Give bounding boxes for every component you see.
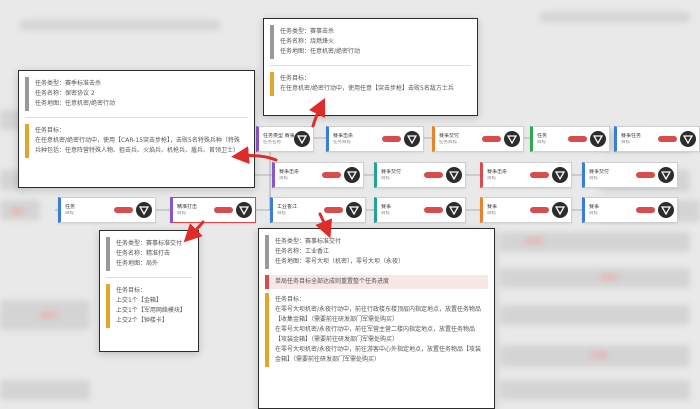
triangle-v-logo-icon [344, 167, 360, 183]
status-badge [114, 207, 133, 213]
task-type: 任务类型：赛事标准交付 [275, 238, 342, 245]
task-map: 任务地图：任意机密/绝密行动 [280, 48, 361, 55]
task-type: 任务类型：赛事击杀 [280, 28, 335, 35]
task-card[interactable]: 赛事交付任务目标 [432, 126, 524, 152]
status-badge [324, 207, 343, 213]
status-badge [636, 207, 655, 213]
task-card[interactable]: 赛事击杀目标 [272, 162, 364, 188]
task-goal-title: 任务目标： [116, 287, 147, 294]
task-goal: 在任意机密/绝密行动中，使用【CAR-15突击步枪】，击败5名特殊兵种（特殊兵种… [35, 137, 240, 154]
task-goal-title: 任务目标： [35, 127, 66, 134]
task-name: 任务名称：精准打击 [116, 250, 171, 257]
status-badge [636, 172, 655, 178]
task-popup-top-center: 任务类型：赛事击杀 任务名称：烧燃烽火 任务地图：任意机密/绝密行动 任务目标：… [263, 18, 478, 116]
task-popup-top-left: 任务类型：赛季标准击杀 任务名称：保密协议 2 任务地图：任意机密/绝密行动 任… [18, 70, 255, 188]
task-popup-bottom-left: 任务类型：赛事标准交付 任务名称：精准打击 任务地图：局外 任务目标： 上交1个… [99, 230, 199, 352]
triangle-v-logo-icon [346, 202, 362, 218]
status-badge [424, 172, 443, 178]
task-card[interactable]: 赛事目标 [374, 197, 466, 223]
goal-item: 上交1个【金箱】 [116, 297, 162, 304]
task-card[interactable]: 赛事目标 [480, 197, 572, 223]
triangle-v-logo-icon [294, 131, 310, 147]
triangle-v-logo-icon [590, 131, 606, 147]
status-badge [530, 172, 549, 178]
status-badge [658, 136, 677, 142]
triangle-v-logo-icon [236, 202, 252, 218]
status-badge [530, 207, 549, 213]
triangle-v-logo-icon [680, 131, 696, 147]
task-card[interactable]: 任务目标 [58, 197, 156, 223]
task-map: 任务地图：零号大坝（机密），零号大坝（永夜） [275, 258, 405, 265]
task-card[interactable]: 赛事交付目标 [374, 162, 466, 188]
triangle-v-logo-icon [504, 131, 520, 147]
task-goal: 在零号大坝机密/永夜行动中，前往行政楼东楼顶层内指定地点，放置任务物品【收集金箱… [275, 306, 482, 323]
task-card[interactable]: 赛事目标 [582, 197, 678, 223]
task-name: 任务名称：保密协议 2 [35, 90, 95, 97]
task-goal-title: 任务目标： [275, 296, 306, 303]
task-card-highlighted[interactable]: 精准打击目标 [170, 197, 256, 223]
status-badge [382, 136, 401, 142]
task-type: 任务类型：赛季标准击杀 [35, 80, 102, 87]
triangle-v-logo-icon [446, 167, 462, 183]
task-card[interactable]: 工业香江目标 [270, 197, 366, 223]
status-badge [322, 172, 341, 178]
task-card[interactable]: 赛事任务目标 [614, 126, 700, 152]
task-name: 任务名称：烧燃烽火 [280, 38, 335, 45]
reset-note: 单局任务目标全部达成则重置整个任务进度 [265, 275, 488, 289]
task-map: 任务地图：任意机密/绝密行动 [35, 100, 116, 107]
status-badge [214, 207, 233, 213]
task-goal: 在零号大坝机密/永夜行动中，前往游客中心外指定地点，放置任务物品【攻装金箱】（需… [275, 346, 482, 363]
task-card[interactable]: 任务类型 赛事任务名称 [256, 126, 314, 152]
triangle-v-logo-icon [136, 202, 152, 218]
task-map: 任务地图：局外 [116, 260, 159, 267]
task-card[interactable]: 赛事击杀任务目标 [326, 126, 424, 152]
task-card[interactable]: 赛事击杀目标 [480, 162, 572, 188]
goal-item: 上交1个【军用网络模块】 [116, 307, 186, 314]
goal-item: 上交2个【钟楼卡】 [116, 317, 168, 324]
triangle-v-logo-icon [658, 202, 674, 218]
triangle-v-logo-icon [552, 202, 568, 218]
task-card[interactable]: 赛事交付目标 [582, 162, 678, 188]
status-badge [424, 207, 443, 213]
task-card[interactable]: 任务目标 [530, 126, 610, 152]
task-name: 任务名称：工业香江 [275, 248, 330, 255]
task-goal-title: 任务目标： [280, 75, 311, 82]
triangle-v-logo-icon [658, 167, 674, 183]
triangle-v-logo-icon [404, 131, 420, 147]
task-goal: 在零号大坝机密/永夜行动中，前往军营主营二楼内指定地点，放置任务物品【攻装金箱】… [275, 326, 476, 343]
triangle-v-logo-icon [446, 202, 462, 218]
task-type: 任务类型：赛事标准交付 [116, 240, 183, 247]
status-badge [482, 136, 501, 142]
task-popup-bottom-center: 任务类型：赛事标准交付 任务名称：工业香江 任务地图：零号大坝（机密），零号大坝… [258, 228, 495, 409]
triangle-v-logo-icon [552, 167, 568, 183]
task-goal: 在任意机密/绝密行动中，使用任意【突击步枪】击败5名敌方士兵 [280, 85, 454, 92]
status-badge [568, 136, 587, 142]
